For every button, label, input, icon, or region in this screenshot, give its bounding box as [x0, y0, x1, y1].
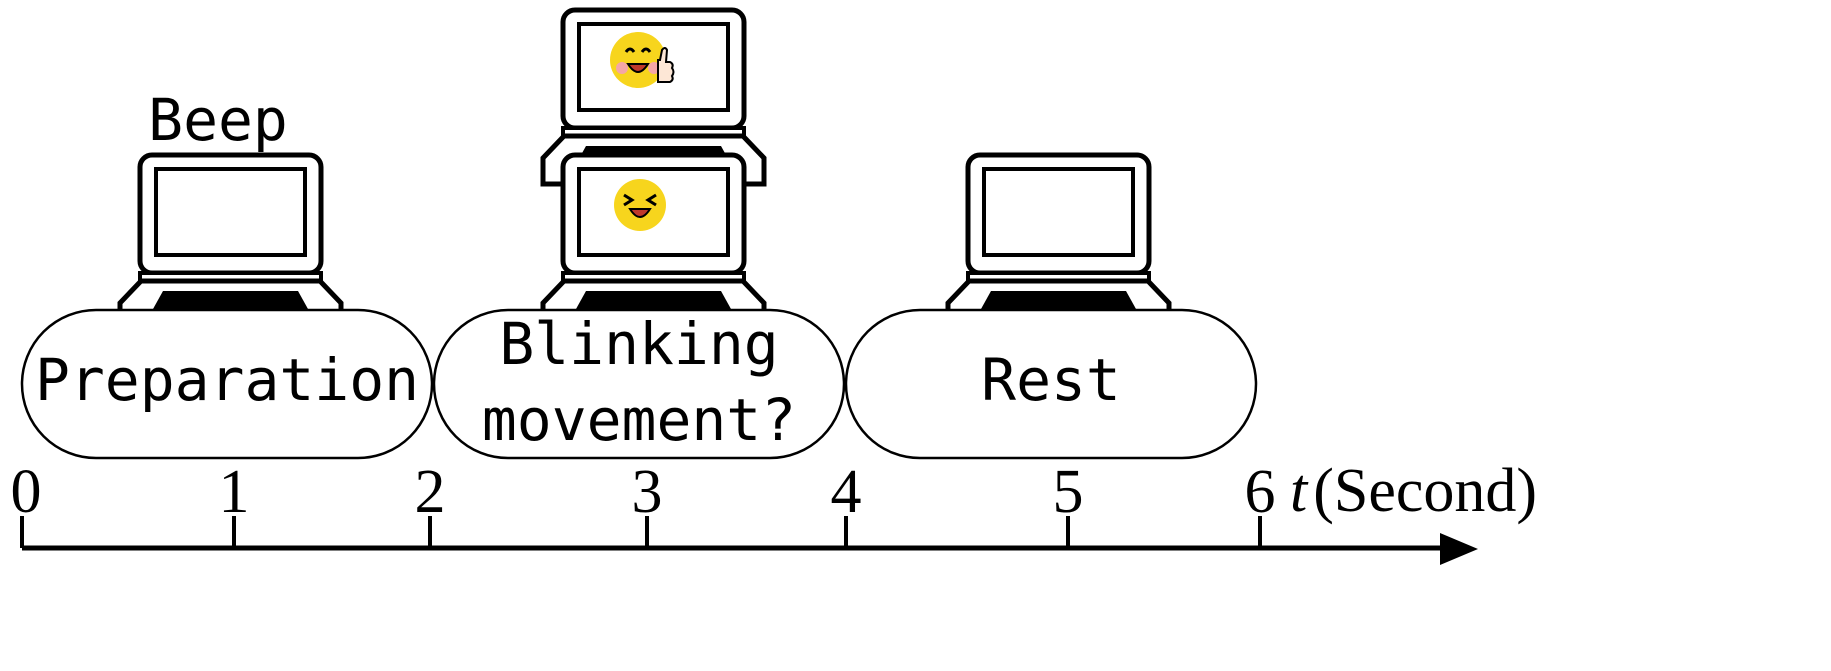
axis-tick-label: 4 — [831, 458, 862, 526]
axis-unit: (Second) — [1313, 457, 1537, 525]
axis-tick-label: 3 — [632, 458, 663, 526]
axis-tick-label: 5 — [1053, 458, 1084, 526]
laptop-icon — [120, 155, 341, 329]
axis-tick-label: 1 — [219, 458, 250, 526]
smiling-face-thumbs-up-icon — [610, 32, 675, 88]
phase-label: Preparation — [35, 346, 419, 414]
axis-label: t(Second) — [1290, 457, 1537, 525]
phase-label: movement? — [482, 386, 796, 454]
laptop-icon — [948, 155, 1169, 329]
laptop-icon — [543, 155, 764, 329]
axis-ticks: 0 1 2 3 4 5 6 — [11, 458, 1276, 548]
axis-variable: t — [1290, 457, 1309, 525]
beep-label: Beep — [148, 86, 288, 154]
phase-preparation: Preparation — [20, 308, 434, 460]
phase-label: Blinking — [499, 310, 778, 378]
phase-blinking-movement: Blinking movement? — [432, 308, 846, 460]
axis-arrowhead — [1440, 533, 1478, 565]
axis-tick-label: 6 — [1245, 458, 1276, 526]
axis-tick-label: 0 — [11, 458, 42, 526]
phase-rest: Rest — [844, 308, 1258, 460]
axis-tick-label: 2 — [415, 458, 446, 526]
phase-label: Rest — [981, 346, 1121, 414]
laughing-face-icon — [614, 179, 666, 231]
time-axis — [22, 533, 1478, 565]
